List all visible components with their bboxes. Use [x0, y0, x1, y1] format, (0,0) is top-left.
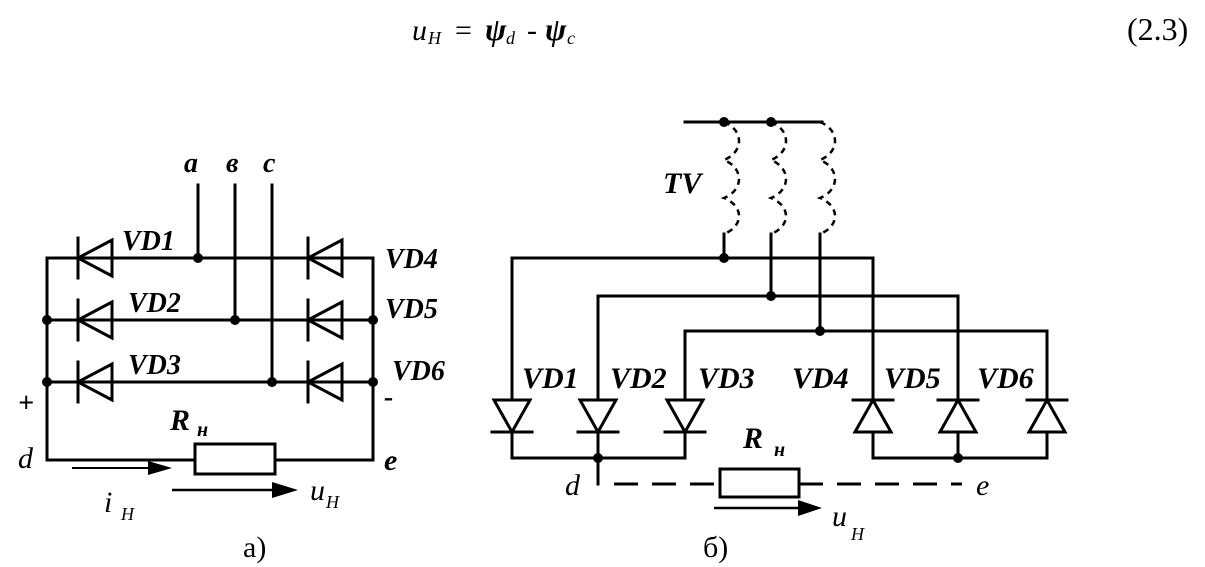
diode-vd6-symbol-b	[1025, 396, 1069, 460]
equation: u Н = ψ d - ψ c (2.3)	[412, 11, 1188, 48]
current-label: i	[104, 486, 112, 519]
transformer-label: TV	[663, 167, 704, 200]
resistor-symbol	[193, 442, 277, 476]
equation-lhs: u	[412, 14, 427, 47]
diode-vd2-label: VD2	[128, 288, 181, 319]
phase-c-label: c	[263, 148, 276, 179]
plus-sign: +	[18, 388, 34, 419]
diode-vd4-symbol	[304, 236, 344, 280]
caption-b: б)	[703, 531, 728, 564]
junction-right-3	[368, 377, 378, 387]
equation-subscript-d: d	[506, 28, 516, 48]
equation-psi-c: ψ	[545, 11, 567, 47]
node-d-label: d	[18, 442, 34, 475]
bus-junction-3	[815, 326, 825, 336]
voltage-label-subscript: Н	[325, 492, 340, 512]
junction-left-2	[42, 315, 52, 325]
node-e-junction	[953, 453, 963, 463]
diode-vd3-symbol-b	[663, 398, 707, 460]
voltage-label: u	[310, 474, 325, 507]
bus-junction-2	[766, 291, 776, 301]
resistor-symbol-b	[718, 467, 801, 499]
equation-minus: -	[527, 14, 537, 47]
node-e-label: e	[384, 444, 397, 477]
diode-vd2-symbol-b	[576, 398, 620, 460]
diode-vd3-label-b: VD3	[698, 362, 755, 395]
bus-junction-1	[719, 253, 729, 263]
circuit-a: a в c	[18, 148, 445, 564]
phase-bus-1	[510, 256, 875, 402]
equation-lhs-subscript: Н	[427, 28, 442, 48]
voltage-label-subscript-b: Н	[850, 524, 865, 544]
transformer-coil-2	[767, 120, 788, 298]
diode-vd1-symbol-b	[490, 398, 534, 460]
voltage-label-b: u	[832, 500, 847, 533]
diode-vd5-symbol-b	[936, 396, 980, 460]
diode-vd5-label-b: VD5	[884, 362, 941, 395]
resistor-label-subscript-b: н	[774, 439, 785, 461]
junction-b	[230, 315, 240, 325]
equation-equals: =	[455, 14, 472, 47]
diode-vd1-label: VD1	[122, 226, 175, 257]
resistor-label-b: R	[742, 422, 763, 455]
diode-vd6-label-b: VD6	[977, 362, 1034, 395]
transformer-coil-1	[720, 120, 741, 260]
junction-left-3	[42, 377, 52, 387]
current-arrow	[72, 461, 172, 475]
diode-vd3-label: VD3	[128, 350, 181, 381]
diode-vd6-symbol	[304, 360, 344, 404]
equation-subscript-c: c	[567, 28, 575, 48]
resistor-label: R	[169, 404, 190, 437]
node-d-junction	[593, 453, 603, 463]
junction-right-2	[368, 315, 378, 325]
circuit-b: TV	[490, 117, 1069, 564]
diode-vd5-symbol	[304, 298, 344, 342]
resistor-label-subscript: н	[197, 419, 208, 441]
diode-vd1-label-b: VD1	[522, 362, 579, 395]
transformer-coil-3	[816, 120, 837, 333]
phase-bus-2	[596, 294, 960, 402]
diode-vd1-symbol	[74, 236, 114, 280]
equation-psi-d: ψ	[485, 11, 507, 47]
node-d-label-b: d	[565, 469, 581, 502]
diode-vd4-label: VD4	[385, 244, 438, 275]
diode-vd6-label: VD6	[392, 356, 445, 387]
voltage-arrow-b	[714, 500, 822, 516]
phase-bus-3	[683, 329, 1049, 402]
phase-a-label: a	[184, 148, 198, 179]
current-label-subscript: Н	[120, 504, 135, 524]
junction-c	[267, 377, 277, 387]
node-e-label-b: e	[976, 469, 989, 502]
diode-vd5-label: VD5	[385, 294, 438, 325]
diode-vd4-symbol-b	[851, 396, 895, 460]
voltage-arrow	[172, 482, 298, 498]
diode-vd2-symbol	[74, 298, 114, 342]
phase-b-label: в	[226, 148, 239, 179]
diode-vd4-label-b: VD4	[792, 362, 849, 395]
diode-vd2-label-b: VD2	[610, 362, 667, 395]
diode-vd3-symbol	[74, 360, 114, 404]
equation-number: (2.3)	[1127, 11, 1188, 47]
junction-a	[193, 253, 203, 263]
caption-a: а)	[243, 531, 266, 564]
minus-sign: -	[384, 382, 393, 413]
